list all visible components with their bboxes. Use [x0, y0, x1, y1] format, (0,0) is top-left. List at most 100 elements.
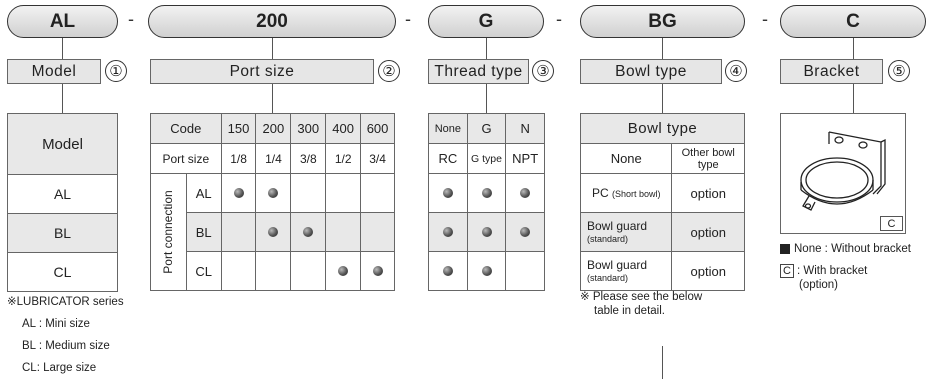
- connector: [272, 38, 273, 59]
- c-bracket-text: : With bracket: [797, 265, 868, 277]
- availability-dot: [303, 226, 314, 237]
- mark-cell: [255, 173, 292, 213]
- mark-cell: [505, 212, 545, 252]
- bowl-row-value: option: [671, 212, 745, 252]
- bowl-detail-note: ※ Please see the below table in detail.: [580, 290, 702, 318]
- bowl-col-none: None: [579, 143, 673, 174]
- model-row: AL: [7, 174, 118, 214]
- c-key-box: C: [780, 264, 794, 278]
- availability-dot: [520, 226, 531, 237]
- step-1-badge: ①: [105, 60, 127, 82]
- thread-type: NPT: [505, 143, 545, 174]
- c-bracket-option: (option): [799, 279, 838, 291]
- separator-2: -: [405, 9, 411, 29]
- availability-dot: [520, 187, 531, 198]
- c-bracket-legend: C : With bracket (option): [780, 264, 867, 292]
- step-3-badge: ③: [532, 60, 554, 82]
- code-cell: 150: [220, 113, 257, 144]
- label-thread-type: Thread type: [428, 59, 529, 84]
- size-cell: 1/4: [255, 143, 292, 174]
- bowl-name: PC: [591, 186, 609, 200]
- label-bowl-type: Bowl type: [580, 59, 722, 84]
- size-cell: 3/8: [290, 143, 327, 174]
- label-bracket: Bracket: [780, 59, 883, 84]
- label-port-size: Port size: [150, 59, 374, 84]
- connector: [486, 84, 487, 113]
- size-cell: 1/2: [325, 143, 362, 174]
- code-cell: 200: [255, 113, 292, 144]
- bowl-type-table: Bowl type None Other bowl type PC (Short…: [579, 113, 745, 291]
- mark-cell: [360, 251, 395, 291]
- port-size-header: Port size: [150, 143, 222, 174]
- mark-cell: [325, 251, 362, 291]
- availability-dot: [338, 265, 349, 276]
- mark-cell: [428, 173, 468, 213]
- availability-dot: [442, 265, 453, 276]
- thread-type-table: None G N RC G type NPT: [428, 113, 545, 291]
- code-cell: 400: [325, 113, 362, 144]
- code-cell: 600: [360, 113, 395, 144]
- bl-note: BL : Medium size: [22, 340, 110, 352]
- availability-dot: [481, 226, 492, 237]
- size-cell: 1/8: [220, 143, 257, 174]
- mark-cell: [466, 173, 507, 213]
- bowl-note-line1: ※ Please see the below: [580, 291, 703, 303]
- availability-dot: [442, 187, 453, 198]
- connector: [662, 84, 663, 113]
- step-4-badge: ④: [725, 60, 747, 82]
- thread-code: None: [428, 113, 468, 144]
- mark-cell: [255, 212, 292, 252]
- model-row: BL: [7, 213, 118, 253]
- code-part-bracket: C: [780, 5, 926, 38]
- bowl-name: Bowl guard: [587, 257, 648, 272]
- bowl-col-other: Other bowl type: [671, 143, 745, 174]
- mark-cell: [290, 173, 327, 213]
- series-note: ※LUBRICATOR series: [7, 296, 124, 308]
- al-note: AL : Mini size: [22, 318, 90, 330]
- mark-cell: [290, 251, 327, 291]
- port-connection-text: Port connection: [161, 190, 176, 274]
- availability-dot: [481, 187, 492, 198]
- connector: [662, 38, 663, 59]
- mark-cell: [428, 251, 468, 291]
- separator-3: -: [556, 9, 562, 29]
- connector: [853, 38, 854, 59]
- step-5-badge: ⑤: [888, 60, 910, 82]
- mark-cell: [220, 212, 257, 252]
- filled-square-icon: [780, 244, 790, 254]
- code-cell: 300: [290, 113, 327, 144]
- bracket-image-box: C: [780, 113, 906, 234]
- code-part-model: AL: [7, 5, 118, 38]
- code-part-thread-type: G: [428, 5, 544, 38]
- mark-cell: [466, 251, 507, 291]
- bowl-row-name: Bowl guard(standard): [579, 212, 673, 252]
- port-connection-label: Port connection: [150, 173, 187, 291]
- mark-cell: [505, 251, 545, 291]
- bowl-row-name: PC (Short bowl): [579, 173, 673, 213]
- connector-down: [662, 346, 663, 379]
- availability-dot: [233, 187, 244, 198]
- code-header: Code: [150, 113, 222, 144]
- mark-cell: [325, 173, 362, 213]
- mark-cell: [505, 173, 545, 213]
- none-bracket-text: None : Without bracket: [794, 243, 911, 255]
- bowl-note-line2: table in detail.: [594, 305, 665, 317]
- mark-cell: [466, 212, 507, 252]
- mark-cell: [428, 212, 468, 252]
- bracket-drawing: [800, 131, 886, 211]
- separator-1: -: [128, 9, 134, 29]
- connector: [62, 38, 63, 59]
- mark-cell: [360, 173, 395, 213]
- availability-dot: [481, 265, 492, 276]
- c-bracket-line: C : With bracket: [780, 264, 867, 278]
- availability-dot: [442, 226, 453, 237]
- bowl-title: Bowl type: [580, 113, 745, 144]
- connector: [272, 84, 273, 113]
- code-part-port-size: 200: [148, 5, 396, 38]
- availability-dot: [268, 187, 279, 198]
- mark-cell: [220, 251, 257, 291]
- bowl-row-value: option: [671, 251, 745, 291]
- row-model: CL: [185, 251, 222, 291]
- row-model: BL: [185, 212, 222, 252]
- thread-type: RC: [428, 143, 468, 174]
